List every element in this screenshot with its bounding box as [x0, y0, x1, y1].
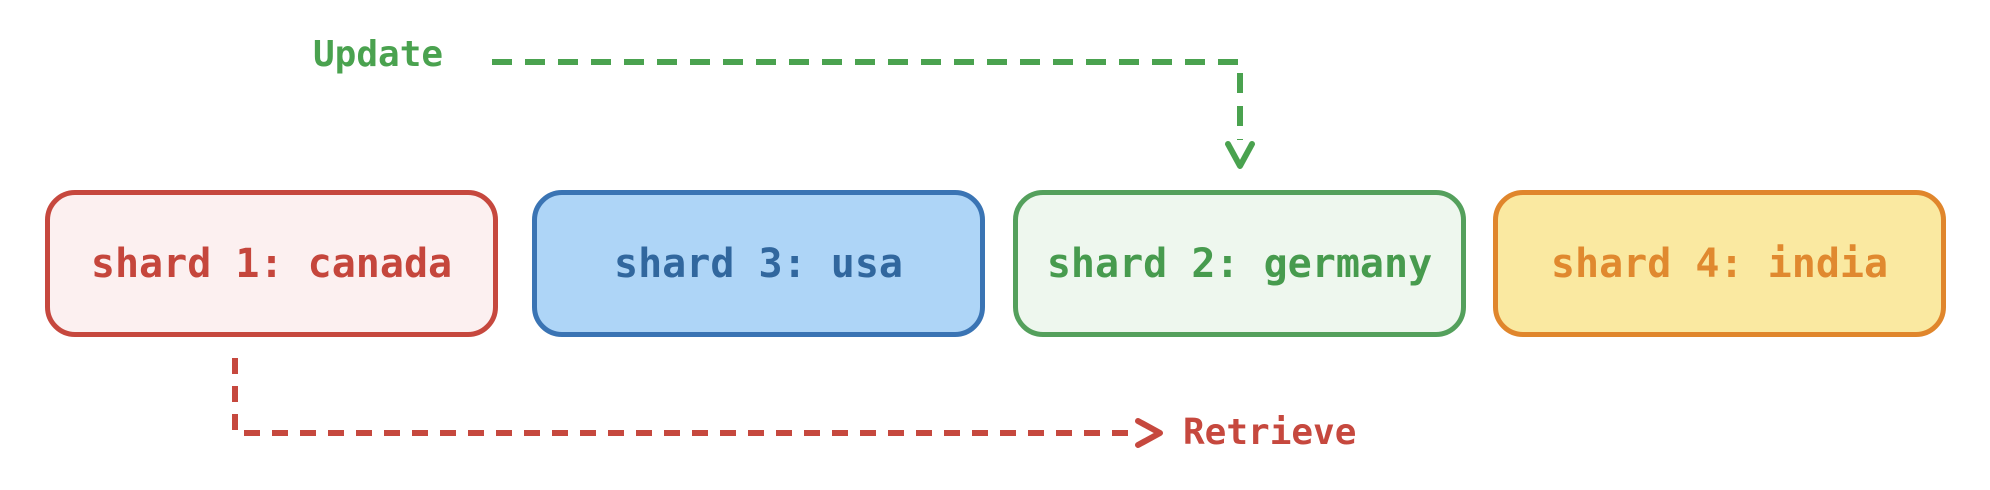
- shard-box-usa: shard 3: usa: [532, 190, 985, 337]
- arrow-right-icon: [1135, 418, 1163, 448]
- retrieve-arrow: [232, 358, 1163, 448]
- shard-label: shard 1: canada: [90, 240, 453, 287]
- retrieve-label: Retrieve: [1183, 412, 1357, 453]
- shard-label: shard 2: germany: [1046, 240, 1433, 287]
- shard-box-india: shard 4: india: [1493, 190, 1946, 337]
- arrow-down-icon: [1225, 141, 1255, 169]
- shard-label: shard 4: india: [1550, 240, 1889, 287]
- shard-box-germany: shard 2: germany: [1013, 190, 1466, 337]
- shard-box-canada: shard 1: canada: [45, 190, 498, 337]
- shard-label: shard 3: usa: [614, 240, 903, 287]
- update-arrow: [492, 59, 1255, 169]
- update-label: Update: [313, 34, 444, 75]
